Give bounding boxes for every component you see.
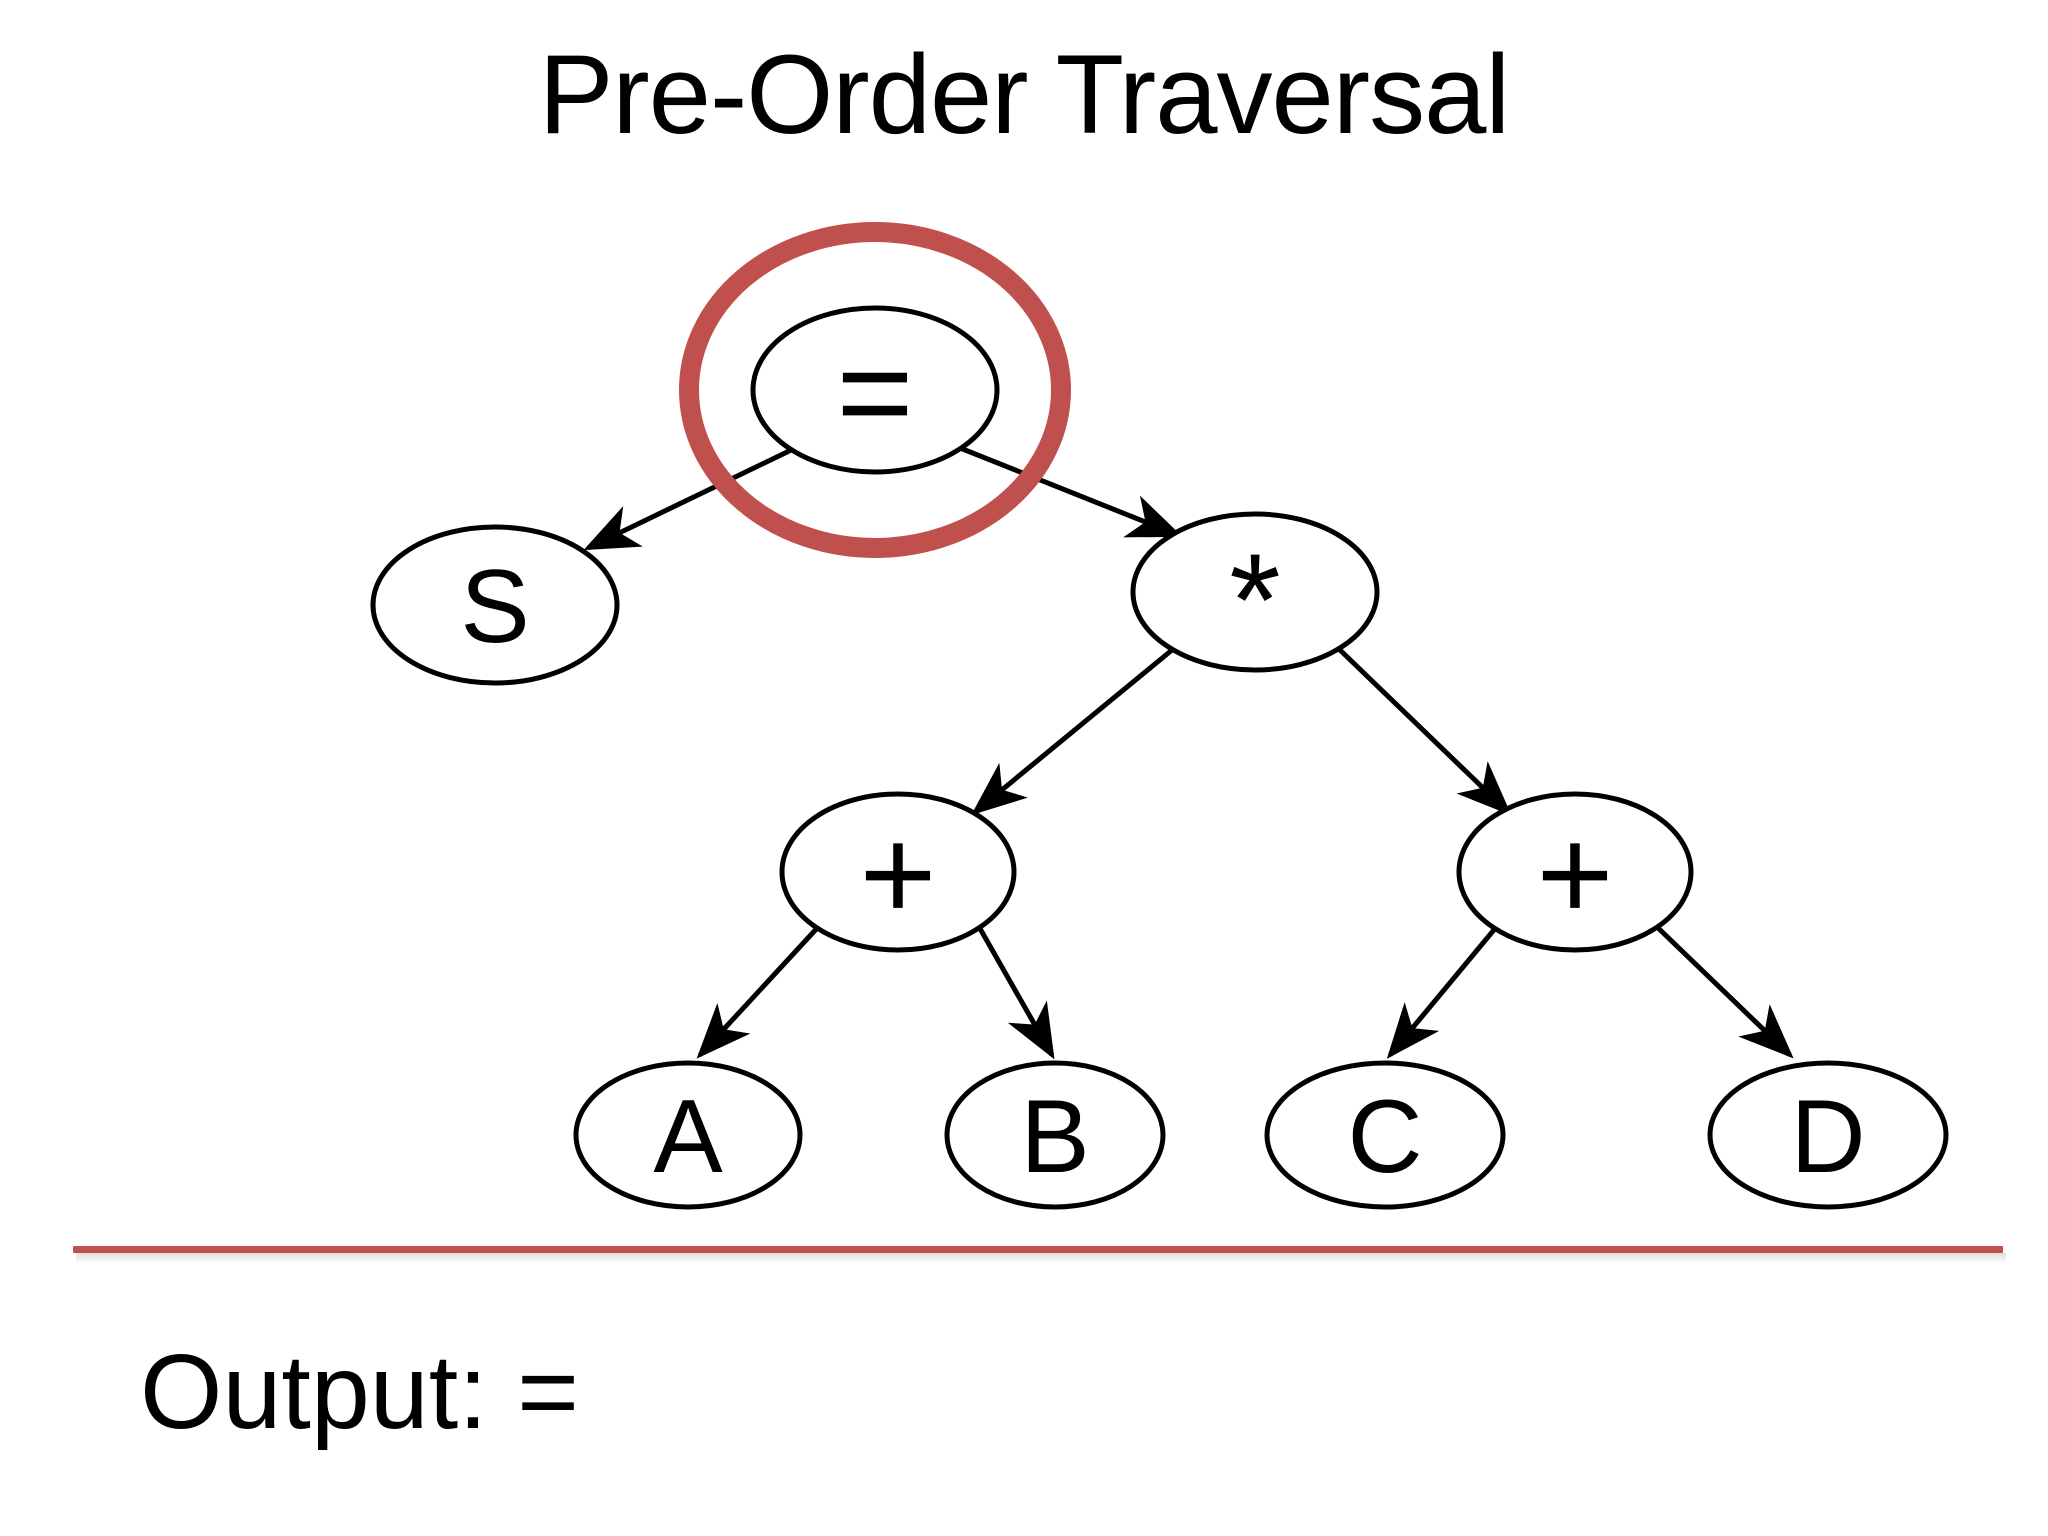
tree-node-s[interactable]: S	[370, 524, 620, 686]
highlight-ring-group	[679, 222, 1071, 558]
tree-edges	[583, 437, 1794, 1060]
tree-edge-root-to-s	[583, 437, 814, 551]
tree-edge-plusL-to-b	[975, 923, 1055, 1060]
tree-edge-times-to-plusR	[1338, 648, 1512, 816]
node-label-d: D	[1790, 1079, 1865, 1195]
node-label-c: C	[1347, 1079, 1422, 1195]
node-ellipse-times	[1130, 511, 1380, 673]
tree-edge-plusL-to-a	[696, 923, 822, 1059]
node-ellipse-a	[573, 1060, 803, 1210]
tree-nodes: = S * + + A B C D	[370, 305, 1949, 1210]
tree-node-c[interactable]: C	[1264, 1060, 1506, 1210]
node-ellipse-s	[370, 524, 620, 686]
node-label-times: *	[1229, 527, 1280, 674]
node-label-root: =	[836, 319, 913, 466]
section-divider	[73, 1246, 2003, 1253]
page-title: Pre-Order Traversal	[538, 32, 1511, 157]
tree-edge-times-to-plusL	[971, 648, 1174, 816]
current-node-highlight-ring	[679, 222, 1071, 558]
node-ellipse-plusR	[1456, 791, 1694, 953]
divider-shadow	[76, 1253, 2006, 1263]
node-ellipse-b	[944, 1060, 1166, 1210]
node-label-b: B	[1020, 1079, 1089, 1195]
tree-node-plusL[interactable]: +	[779, 791, 1017, 953]
tree-node-d[interactable]: D	[1707, 1060, 1949, 1210]
tree-node-times[interactable]: *	[1130, 511, 1380, 674]
node-ellipse-root	[750, 305, 1000, 475]
node-ellipse-d	[1707, 1060, 1949, 1210]
tree-node-b[interactable]: B	[944, 1060, 1166, 1210]
node-ellipse-c	[1264, 1060, 1506, 1210]
output-text: Output: =	[140, 1333, 580, 1451]
node-label-s: S	[460, 549, 529, 665]
tree-node-plusR[interactable]: +	[1456, 791, 1694, 953]
node-label-a: A	[653, 1079, 723, 1195]
tree-node-root[interactable]: =	[750, 305, 1000, 475]
tree-edge-root-to-times	[939, 437, 1183, 538]
tree-edge-plusR-to-d	[1653, 923, 1794, 1059]
node-label-plusL: +	[859, 801, 936, 948]
node-ellipse-plusL	[779, 791, 1017, 953]
node-label-plusR: +	[1536, 801, 1613, 948]
tree-node-a[interactable]: A	[573, 1060, 803, 1210]
tree-edge-plusR-to-c	[1386, 923, 1500, 1059]
